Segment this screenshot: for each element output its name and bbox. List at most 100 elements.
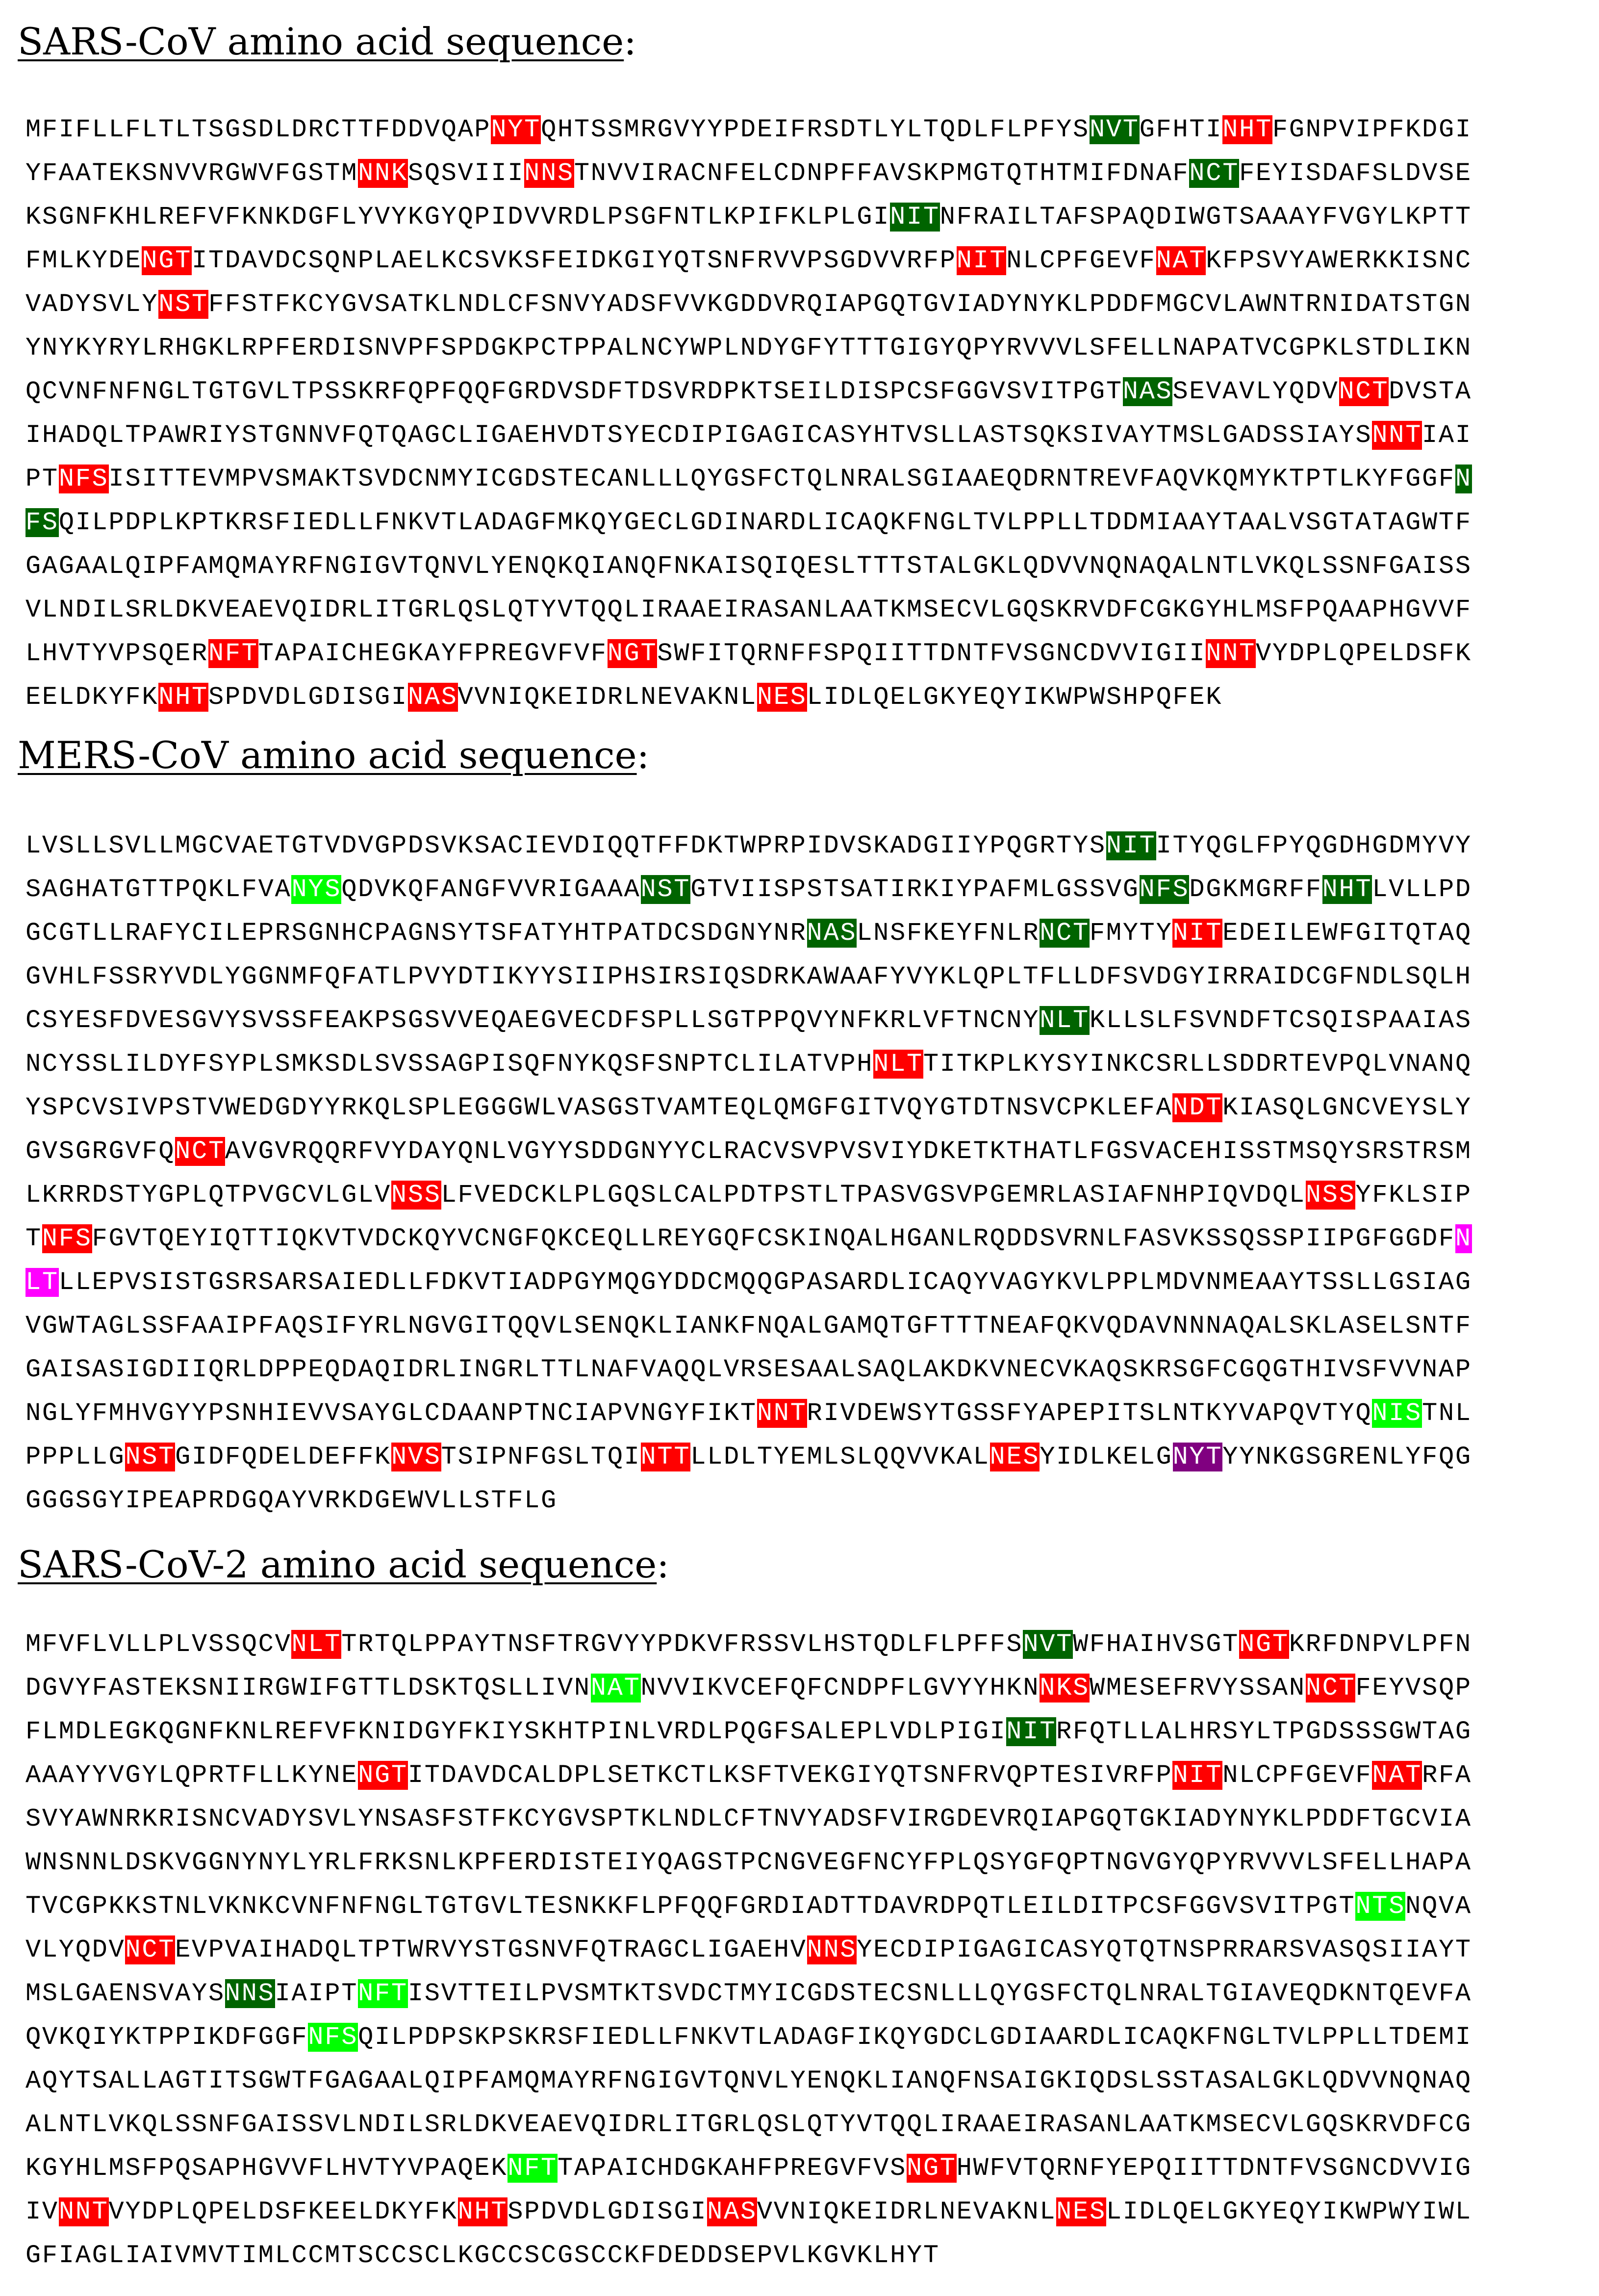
- sequence-segment: QCVNFNFNGLTGTGVLTPSSKRFQPFQQFGRDVSDFTDSV…: [25, 377, 1123, 406]
- section-title-text: SARS-CoV amino acid sequence: [18, 20, 624, 63]
- glycosylation-site-red: NFS: [42, 1224, 92, 1253]
- sequence-segment: DGKMGRFF: [1189, 875, 1322, 904]
- glycosylation-site-red: NNT: [757, 1399, 807, 1428]
- glycosylation-site-red: NCT: [1339, 377, 1389, 406]
- glycosylation-site-red: NYT: [491, 115, 541, 144]
- glycosylation-site-dark-green: NHT: [1322, 875, 1372, 904]
- sequence-segment: VYDPLQPELDSFKEELDKYFK: [108, 2197, 458, 2226]
- glycosylation-site-red: NNS: [524, 159, 574, 188]
- glycosylation-site-red: NVS: [391, 1443, 441, 1471]
- sequence-segment: ISITTEVMPVSMAKTSVDCNMYICGDSTECANLLLQYGSF…: [108, 464, 1455, 493]
- sequence-line: EELDKYFKNHTSPDVDLGDISGINASVVNIQKEIDRLNEV…: [25, 675, 1472, 719]
- sequence-line: QCVNFNFNGLTGTGVLTPSSKRFQPFQQFGRDVSDFTDSV…: [25, 370, 1472, 413]
- glycosylation-site-red: NLT: [873, 1050, 923, 1079]
- sequence-segment: FEYVSQP: [1355, 1674, 1472, 1703]
- sequence-segment: RFA: [1422, 1761, 1472, 1790]
- glycosylation-site-magenta: N: [1455, 1224, 1472, 1253]
- glycosylation-site-red: NCT: [125, 1935, 176, 1964]
- glycosylation-site-red: NHT: [457, 2197, 508, 2226]
- glycosylation-site-dark-green: NAS: [1122, 377, 1173, 406]
- glycosylation-site-red: NHT: [1222, 115, 1272, 144]
- glycosylation-site-red: NAT: [1156, 246, 1206, 275]
- sequence-line: VGWTAGLSSFAAIPFAQSIFYRLNGVGITQQVLSENQKLI…: [25, 1304, 1472, 1348]
- sequence-line: QVKQIYKTPPIKDFGGFNFSQILPDPSKPSKRSFIEDLLF…: [25, 2015, 1472, 2059]
- sequence-line: SAGHATGTTPQKLFVANYSQDVKQFANGFVVRIGAAANST…: [25, 868, 1472, 911]
- glycosylation-site-red: NAT: [1372, 1761, 1422, 1790]
- sequence-line: LVSLLSVLLMGCVAETGTVDVGPDSVKSACIEVDIQQTFF…: [25, 824, 1472, 868]
- glycosylation-site-red: NGT: [1239, 1630, 1289, 1659]
- sequence-line: GVHLFSSRYVDLYGGNMFQFATLPVYDTIKYYSIIPHSIR…: [25, 955, 1472, 999]
- sequence-segment: QILPDPSKPSKRSFIEDLLFNKVTLADAGFIKQYGDCLGD…: [358, 2023, 1472, 2052]
- glycosylation-site-red: NGT: [142, 246, 192, 275]
- sequence-segment: FLMDLEGKQGNFKNLREFVFKNIDGYFKIYSKHTPINLVR…: [25, 1717, 1007, 1746]
- sequence-segment: VVNIQKEIDRLNEVAKNL: [757, 2197, 1057, 2226]
- sequence-segment: TVCGPKKSTNLVKNKCVNFNFNGLTGTGVLTESNKKFLPF…: [25, 1892, 1356, 1921]
- sequence-segment: DGVYFASTEKSNIIRGWIFGTTLDSKTQSLLIVN: [25, 1674, 591, 1703]
- sequence-segment: GAGAALQIPFAMQMAYRFNGIGVTQNVLYENQKQIANQFN…: [25, 552, 1472, 581]
- glycosylation-site-red: NSS: [1305, 1181, 1356, 1210]
- sequence-segment: YSPCVSIVPSTVWEDGDYYRKQLSPLEGGGWLVASGSTVA…: [25, 1093, 1173, 1122]
- sequence-segment: KIASQLGNCVEYSLY: [1222, 1093, 1472, 1122]
- sequence-segment: QHTSSMRGVYYPDEIFRSDTLYLTQDLFLPFYS: [541, 115, 1090, 144]
- sequence-segment: IHADQLTPAWRIYSTGNNVFQTQAGCLIGAEHVDTSYECD…: [25, 421, 1372, 450]
- sequence-segment: EVPVAIHADQLTPTWRVYSTGSNVFQTRAGCLIGAEHV: [175, 1935, 807, 1964]
- sequence-segment: SAGHATGTTPQKLFVA: [25, 875, 292, 904]
- sequence-segment: NCYSSLILDYFSYPLSMKSDLSVSSAGPISQFNYKQSFSN…: [25, 1050, 874, 1079]
- sequence-line: TNFSFGVTQEYIQTTIQKVTVDCKQYVCNGFQKCEQLLRE…: [25, 1217, 1472, 1261]
- sequence-segment: MSLGAENSVAYS: [25, 1979, 225, 2008]
- sequence-line: LHVTYVPSQERNFTTAPAICHEGKAYFPREGVFVFNGTSW…: [25, 632, 1472, 675]
- sequence-segment: IV: [25, 2197, 59, 2226]
- sequence-segment: SEVAVLYQDV: [1172, 377, 1339, 406]
- glycosylation-site-red: NIT: [1172, 1761, 1223, 1790]
- sequence-line: CSYESFDVESGVYSVSSFEAKPSGSVVEQAEGVECDFSPL…: [25, 999, 1472, 1042]
- glycosylation-site-dark-green: NAS: [807, 919, 857, 948]
- glycosylation-site-bright-green: NAT: [590, 1674, 641, 1703]
- sequence-segment: YNYKYRYLRHGKLRPFERDISNVPFSPDGKPCTPPALNCY…: [25, 334, 1472, 362]
- sequence-segment: YFKLSIP: [1355, 1181, 1472, 1210]
- sequence-segment: SPDVDLGDISGI: [508, 2197, 708, 2226]
- glycosylation-site-dark-green: NFS: [1139, 875, 1190, 904]
- glycosylation-site-bright-green: NIS: [1372, 1399, 1422, 1428]
- sequence-segment: TNVVIRACNFELCDNPFFAVSKPMGTQTHTMIFDNAF: [574, 159, 1190, 188]
- section-title-sars-cov-2: SARS-CoV-2 amino acid sequence:: [18, 1543, 669, 1587]
- section-title-text: SARS-CoV-2 amino acid sequence: [18, 1543, 657, 1586]
- sequence-segment: LIDLQELGKYEQYIKWPWYIWL: [1106, 2197, 1472, 2226]
- sequence-segment: RIVDEWSYTGSSFYAPEPITSLNTKYVAPQVTYQ: [807, 1399, 1372, 1428]
- glycosylation-site-dark-green: NCT: [1040, 919, 1090, 948]
- sequence-segment: AVGVRQQRFVYDAYQNLVGYYSDDGNYYCLRACVSVPVSV…: [225, 1137, 1472, 1166]
- sequence-line: MSLGAENSVAYSNNSIAIPTNFTISVTTEILPVSMTKTSV…: [25, 1972, 1472, 2015]
- sequence-segment: LNSFKEYFNLR: [857, 919, 1040, 948]
- glycosylation-site-dark-green: NST: [640, 875, 691, 904]
- sequence-line: KSGNFKHLREFVFKNKDGFLYVYKGYQPIDVVRDLPSGFN…: [25, 195, 1472, 239]
- glycosylation-site-red: NFS: [58, 464, 109, 493]
- sequence-segment: HWFVTQRNFYEPQIITTDNTFVSGNCDVVIG: [956, 2154, 1472, 2183]
- sequence-segment: WFHAIHVSGT: [1073, 1630, 1240, 1659]
- glycosylation-site-red: NKS: [1040, 1674, 1090, 1703]
- sequence-segment: WMESEFRVYSSAN: [1089, 1674, 1306, 1703]
- sequence-line: FMLKYDENGTITDAVDCSQNPLAELKCSVKSFEIDKGIYQ…: [25, 239, 1472, 283]
- sequence-segment: GGGSGYIPEAPRDGQAYVRKDGEWVLLSTFLG: [25, 1486, 558, 1515]
- sequence-segment: TAPAICHEGKAYFPREGVFVF: [258, 639, 608, 668]
- sequence-segment: ITYQGLFPYQGDHGDMYVY: [1156, 831, 1472, 860]
- glycosylation-site-red: NNT: [1372, 421, 1422, 450]
- glycosylation-site-bright-green: NYS: [291, 875, 342, 904]
- glycosylation-site-dark-green: NIT: [890, 203, 940, 232]
- sequence-segment: SVYAWNRKRISNCVADYSVLYNSASFSTFKCYGVSPTKLN…: [25, 1805, 1472, 1833]
- sequence-segment: NGLYFMHVGYYPSNHIEVVSAYGLCDAANPTNCIAPVNGY…: [25, 1399, 757, 1428]
- glycosylation-site-bright-green: NFT: [508, 2154, 558, 2183]
- sequence-segment: TNL: [1422, 1399, 1472, 1428]
- sequence-segment: AQYTSALLAGTITSGWTFGAGAALQIPFAMQMAYRFNGIG…: [25, 2066, 1472, 2095]
- sequence-segment: YIDLKELG: [1040, 1443, 1173, 1471]
- glycosylation-site-red: NIT: [956, 246, 1007, 275]
- section-title-colon: :: [636, 733, 650, 777]
- sequence-segment: GVHLFSSRYVDLYGGNMFQFATLPVYDTIKYYSIIPHSIR…: [25, 962, 1472, 991]
- sequence-line: VLYQDVNCTEVPVAIHADQLTPTWRVYSTGSNVFQTRAGC…: [25, 1928, 1472, 1972]
- sequence-segment: PT: [25, 464, 59, 493]
- glycosylation-site-red: NAS: [407, 683, 458, 712]
- sequence-line: NGLYFMHVGYYPSNHIEVVSAYGLCDAANPTNCIAPVNGY…: [25, 1392, 1472, 1435]
- sequence-line: PTNFSISITTEVMPVSMAKTSVDCNMYICGDSTECANLLL…: [25, 457, 1472, 501]
- sequence-segment: LFVEDCKLPLGQSLCALPDTPSTLTPASVGSVPGEMRLAS…: [441, 1181, 1306, 1210]
- sequence-segment: KRFDNPVLPFN: [1289, 1630, 1472, 1659]
- sequence-segment: KSGNFKHLREFVFKNKDGFLYVYKGYQPIDVVRDLPSGFN…: [25, 203, 890, 232]
